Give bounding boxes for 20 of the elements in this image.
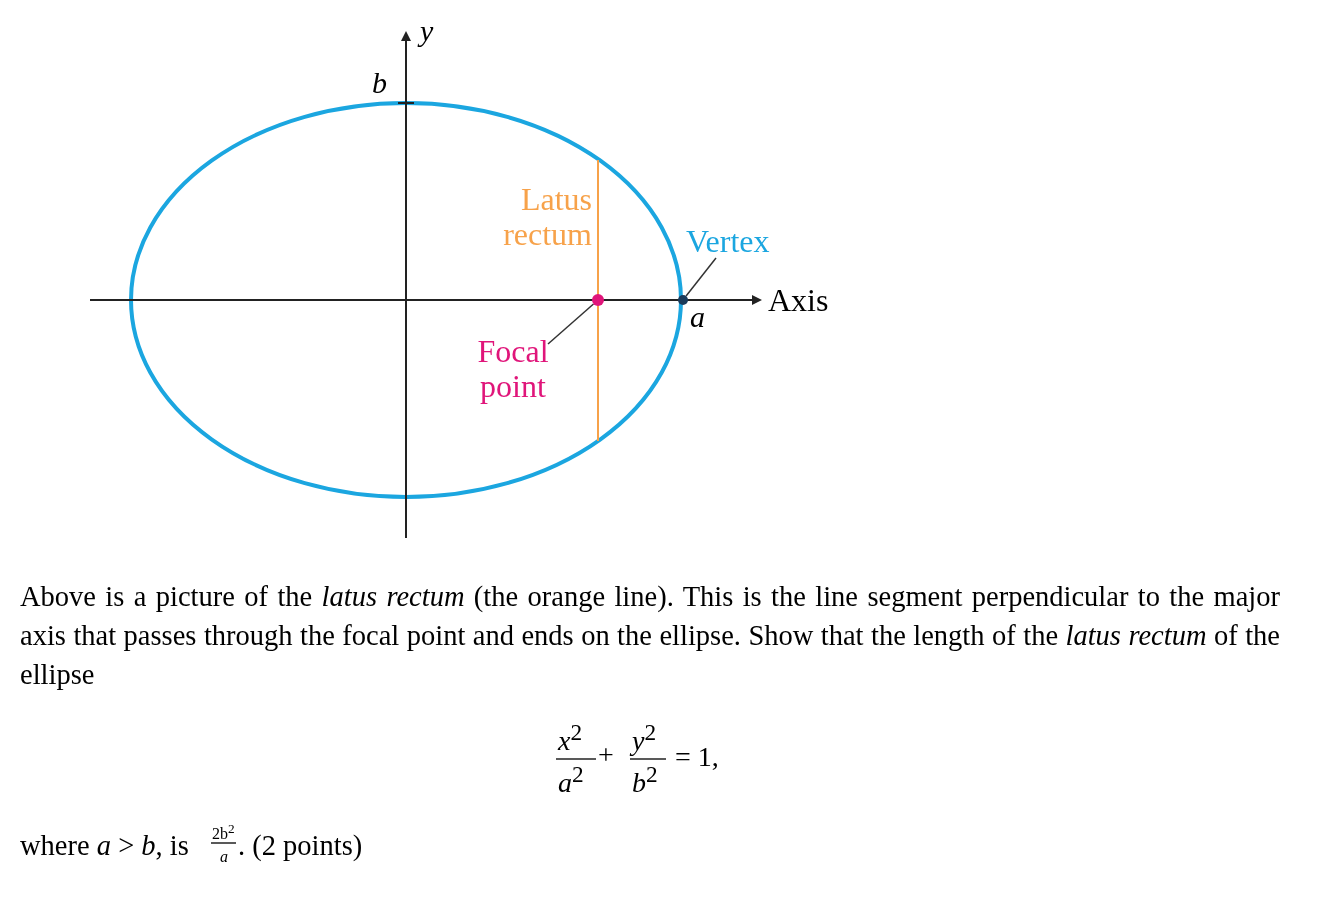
vertex-label: Vertex <box>686 224 770 260</box>
focal-point-dot <box>592 294 604 306</box>
denominator: a$^{2}$ <box>558 762 584 800</box>
leader-line <box>547 303 595 345</box>
tick-label: a <box>690 300 705 333</box>
leader-line <box>685 257 717 297</box>
denominator: b$^{2}$ <box>632 762 658 800</box>
latus-rectum-label: Latus rectum <box>502 182 592 253</box>
numerator: 2b$^{2}$ <box>212 822 235 843</box>
problem-text: Above is a picture of the latus rectum (the orange line). This is the line segment perpendicular to the major axis that passes through the focal point and ends on the ellipse. Show that the length of the latus rectum of the ellipse <box>20 580 1280 692</box>
problem-text: . (2 points) <box>238 830 363 862</box>
focal-point-label: Focal point <box>468 334 558 405</box>
vertex-point <box>678 295 688 305</box>
numerator: x$^{2}$ <box>558 720 583 758</box>
denominator: a <box>220 848 228 866</box>
tick-label: b <box>372 66 387 99</box>
problem-text: where a > b, is <box>20 830 189 862</box>
plus-sign: + <box>598 740 614 771</box>
equation-text: = 1, <box>675 742 719 773</box>
axis-label: Axis <box>768 283 829 319</box>
